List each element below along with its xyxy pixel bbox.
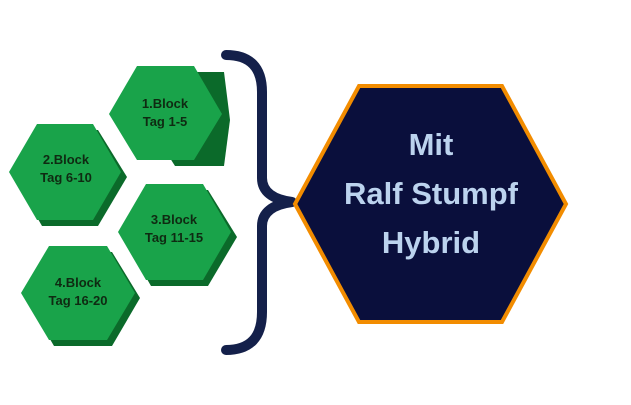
curly-brace (221, 50, 297, 355)
block-hexagon-1: 1.Block Tag 1-5 (109, 66, 230, 166)
block-3-shape (118, 184, 231, 280)
block-4-shape (21, 246, 135, 340)
block-2-shape (9, 124, 121, 220)
main-hexagon-shape (292, 84, 569, 324)
block-1-title: 1.Block (142, 96, 189, 111)
main-title-line-2: Ralf Stumpf (344, 176, 519, 211)
block-4-days: Tag 16-20 (48, 293, 107, 308)
main-title-line-1: Mit (409, 127, 454, 162)
block-1-days: Tag 1-5 (143, 114, 188, 129)
main-title-line-3: Hybrid (382, 225, 480, 260)
block-2-days: Tag 6-10 (40, 170, 92, 185)
block-hexagon-3: 3.Block Tag 11-15 (118, 184, 237, 286)
block-3-days: Tag 11-15 (145, 230, 203, 245)
block-2-title: 2.Block (43, 152, 90, 167)
block-4-title: 4.Block (55, 275, 102, 290)
block-3-title: 3.Block (151, 212, 198, 227)
block-hexagon-4: 4.Block Tag 16-20 (21, 246, 140, 346)
main-hexagon: Mit Ralf Stumpf Hybrid (292, 84, 569, 324)
block-hexagon-2: 2.Block Tag 6-10 (9, 124, 127, 226)
block-1-shape (109, 66, 222, 160)
